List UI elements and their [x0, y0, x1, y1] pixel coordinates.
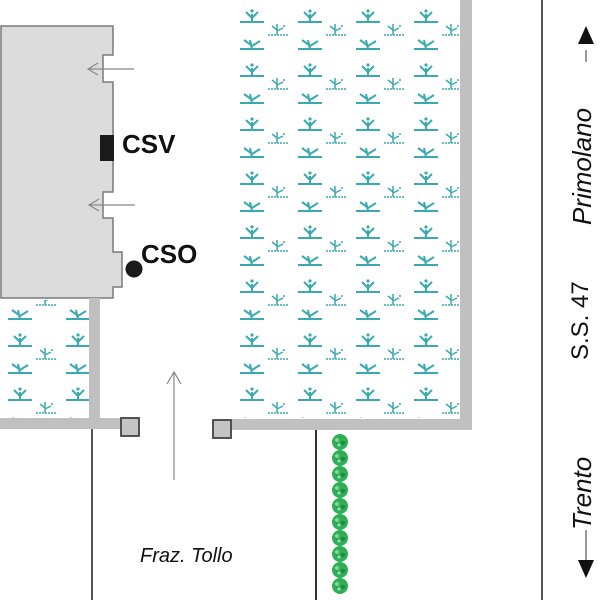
south-destination-label: Trento — [567, 456, 597, 530]
csv-label: CSV — [122, 129, 176, 159]
wall — [460, 0, 472, 430]
wall — [89, 298, 100, 428]
large-marsh-area — [232, 4, 460, 418]
wall — [0, 418, 122, 429]
north-arrow-icon — [578, 26, 594, 62]
entrance-arrow-icon — [86, 62, 134, 76]
gate-post[interactable] — [120, 417, 140, 437]
road-name-label: S.S. 47 — [567, 281, 594, 360]
access-arrow-icon — [166, 370, 182, 480]
hedge — [328, 434, 352, 594]
north-destination-label: Primolano — [567, 107, 597, 225]
cso-label: CSO — [141, 239, 198, 269]
entrance-arrow-icon — [87, 198, 135, 212]
wall — [230, 419, 472, 430]
gate-post[interactable] — [212, 419, 232, 439]
street-label: Fraz. Tollo — [140, 545, 233, 567]
south-arrow-icon — [578, 530, 594, 578]
main-building — [0, 25, 123, 299]
cso-marker[interactable] — [125, 260, 143, 278]
small-marsh-area — [0, 300, 89, 418]
csv-marker[interactable] — [100, 135, 114, 161]
